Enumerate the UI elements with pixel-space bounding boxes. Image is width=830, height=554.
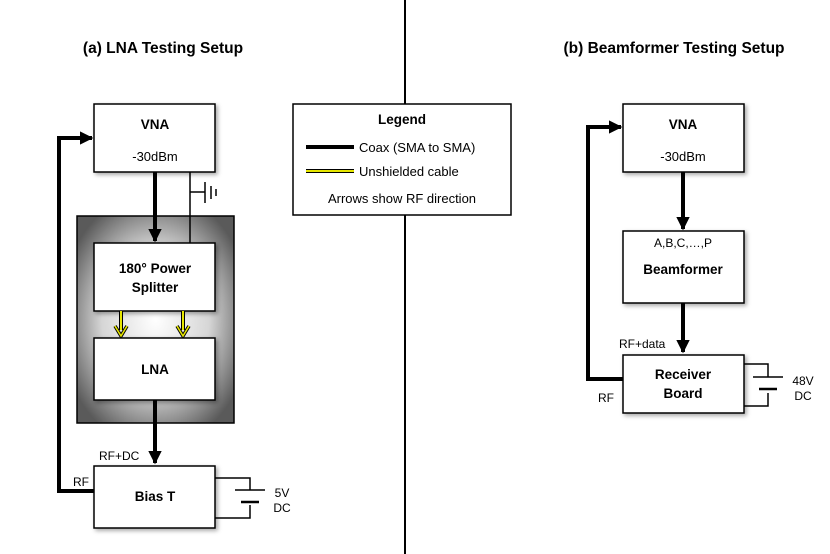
rf-label-a: RF (73, 475, 89, 489)
vna-power-a: -30dBm (132, 149, 178, 164)
legend-unshielded-label: Unshielded cable (359, 164, 459, 179)
channels-label: A,B,C,…,P (654, 236, 712, 250)
battery-icon-a (215, 477, 265, 519)
splitter-box: 180° Power Splitter (93, 242, 216, 312)
lna-label: LNA (141, 362, 169, 377)
legend: Legend Coax (SMA to SMA) Unshielded cabl… (292, 103, 512, 216)
supply-voltage-b: 48V (792, 374, 813, 388)
splitter-label-line2: Splitter (132, 280, 179, 295)
beamformer-label: Beamformer (643, 262, 723, 277)
coax-rf-return-a (57, 131, 94, 493)
coax-rf-return-b (586, 120, 623, 381)
battery-icon-b (744, 363, 783, 407)
rf-dc-label: RF+DC (99, 449, 140, 463)
legend-arrows-note: Arrows show RF direction (328, 191, 476, 206)
ground-icon (189, 172, 217, 243)
rf-label-b: RF (598, 391, 614, 405)
title-beamformer-setup: (b) Beamformer Testing Setup (563, 40, 784, 57)
vna-box-b: VNA -30dBm (622, 103, 745, 173)
lna-box: LNA (93, 337, 216, 401)
supply-type-b: DC (794, 389, 812, 403)
unshielded-cable-2 (175, 311, 191, 340)
supply-type-a: DC (273, 501, 291, 515)
unshielded-cable-1 (113, 311, 129, 340)
rf-data-label: RF+data (619, 337, 666, 351)
receiver-label-line2: Board (663, 386, 702, 401)
supply-voltage-a: 5V (275, 486, 290, 500)
receiver-box: Receiver Board (622, 354, 745, 414)
title-lna-setup: (a) LNA Testing Setup (83, 40, 243, 57)
vna-box-a: VNA -30dBm (93, 103, 216, 173)
vna-label-a: VNA (141, 117, 170, 132)
splitter-label-line1: 180° Power (119, 261, 192, 276)
bias-t-box: Bias T (93, 465, 216, 529)
vna-power-b: -30dBm (660, 149, 706, 164)
receiver-label-line1: Receiver (655, 367, 712, 382)
beamformer-box: A,B,C,…,P Beamformer (622, 230, 745, 304)
bias-t-label: Bias T (135, 489, 176, 504)
legend-coax-label: Coax (SMA to SMA) (359, 140, 475, 155)
vna-label-b: VNA (669, 117, 698, 132)
legend-title: Legend (378, 112, 426, 127)
